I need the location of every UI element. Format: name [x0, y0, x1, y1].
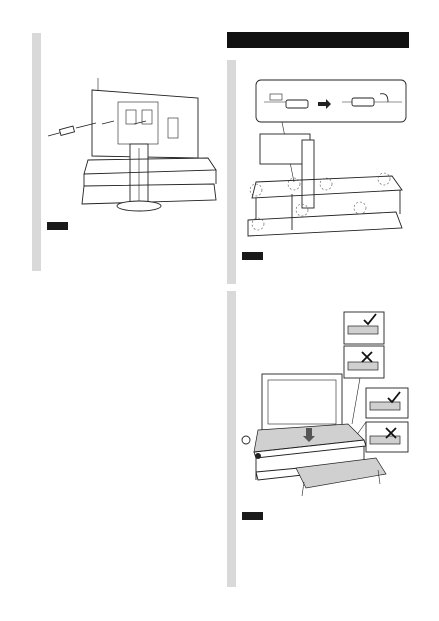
- cap-attachment-illustration: [247, 79, 407, 237]
- left-note-tag: [47, 222, 68, 230]
- right-section-header: [227, 32, 409, 48]
- left-step-bar: [32, 33, 41, 271]
- arrow-down-icon: [303, 428, 315, 442]
- step-two-bar: [227, 60, 236, 284]
- check-icon: [363, 313, 377, 326]
- tv-back-screw-illustration: [47, 78, 217, 212]
- check-icon: [387, 391, 401, 404]
- glass-shelf-placement-illustration: [241, 311, 409, 497]
- cross-icon: [385, 427, 397, 439]
- arrow-right-icon: [318, 99, 331, 109]
- step-three-note-tag: [242, 512, 263, 520]
- step-three-bar: [227, 291, 236, 587]
- step-two-note-tag: [242, 252, 263, 260]
- right-section-title: [227, 38, 233, 47]
- cross-icon: [361, 351, 373, 363]
